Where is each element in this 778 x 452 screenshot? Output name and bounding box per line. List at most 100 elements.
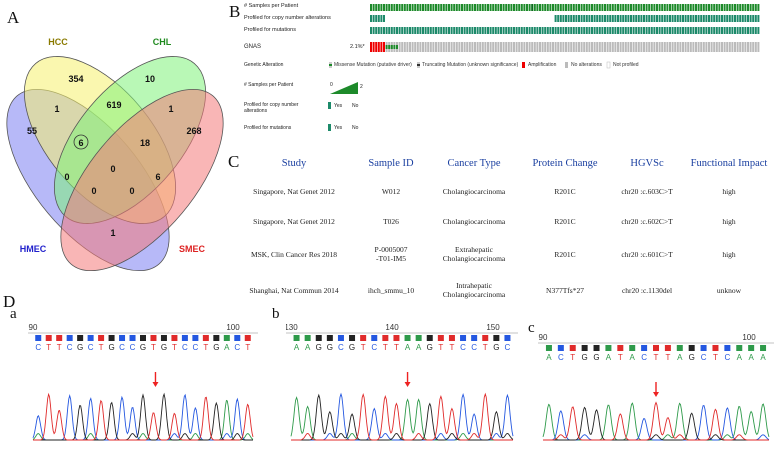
gnas-cell — [632, 42, 635, 52]
cna-cell — [663, 15, 666, 22]
gnas-cell — [494, 42, 497, 52]
gnas-cell — [601, 42, 604, 52]
mut-cell — [645, 27, 648, 34]
cna-cell — [744, 15, 747, 22]
cna-cell — [515, 15, 518, 22]
mut-cell — [461, 27, 463, 34]
gnas-cell — [526, 42, 528, 52]
gnas-mut-mark — [390, 45, 393, 49]
base-call-box — [304, 335, 311, 341]
gnas-mut-mark — [393, 45, 396, 49]
base-call-box — [35, 335, 42, 341]
cna-cell — [489, 15, 492, 22]
venn-count-chl-smec: 1 — [168, 104, 173, 114]
samples-cell — [393, 4, 396, 11]
oncoprint-panel: # Samples per Patient Profiled for copy … — [232, 0, 778, 140]
gnas-cell — [593, 42, 596, 52]
gnas-cell — [614, 42, 617, 52]
samples-cell — [546, 4, 549, 11]
cna-cell — [617, 15, 619, 22]
venn-set-smec — [60, 88, 224, 272]
base-letter: T — [46, 343, 51, 352]
cell-sample-id: W012 — [381, 186, 401, 196]
cna-cell — [453, 15, 456, 22]
base-call-box — [748, 345, 755, 351]
gnas-cell — [604, 42, 606, 52]
samples-cell — [682, 4, 684, 11]
base-call-box — [653, 345, 659, 351]
cell-cancer-type: Cholangiocarcinoma — [442, 216, 506, 226]
base-call-box — [664, 345, 671, 351]
cna-cell — [388, 15, 391, 22]
gnas-cell — [598, 42, 601, 52]
mut-cell — [663, 27, 666, 34]
samples-cell — [557, 4, 560, 11]
mut-cell — [531, 27, 534, 34]
samples-cell — [406, 4, 409, 11]
mut-cell — [567, 27, 570, 34]
cna-cell — [718, 15, 721, 22]
samples-cell — [497, 4, 500, 11]
cna-cell — [630, 15, 632, 22]
base-call-box — [641, 345, 648, 351]
base-letter: T — [665, 353, 670, 362]
gnas-cell — [671, 42, 674, 52]
cna-cell — [643, 15, 645, 22]
cna-cell — [416, 15, 419, 22]
gnas-cell — [749, 42, 752, 52]
base-letter: T — [654, 353, 659, 362]
cna-cell — [601, 15, 604, 22]
mut-cell — [453, 27, 456, 34]
base-letter: T — [151, 343, 156, 352]
base-call-box — [202, 335, 209, 341]
legend-amplification-swatch — [522, 62, 525, 68]
samples-cell — [661, 4, 664, 11]
cna-cell — [445, 15, 448, 22]
base-call-box — [482, 335, 489, 341]
mut-cell — [614, 27, 617, 34]
cna-cell — [591, 15, 593, 22]
samples-cell — [494, 4, 497, 11]
gnas-cell — [653, 42, 656, 52]
base-letter: G — [161, 343, 167, 352]
cna-cell — [572, 15, 575, 22]
venn-count-hmec-only: 55 — [27, 126, 37, 136]
cna-cell — [640, 15, 643, 22]
legend-truncating-swatch — [417, 62, 420, 68]
cna-cell — [375, 15, 378, 22]
samples-cell — [640, 4, 643, 11]
cna-cell — [627, 15, 630, 22]
base-letter: A — [416, 343, 422, 352]
cell-impact: high — [722, 249, 736, 259]
gnas-cell — [377, 42, 380, 52]
venn-diagram: HCC CHL HMEC SMEC 55 354 10 268 1 619 1 … — [6, 37, 224, 272]
cna-cell — [546, 15, 549, 22]
cna-cell — [619, 15, 622, 22]
mut-cell — [383, 27, 385, 34]
cna-cell — [702, 15, 705, 22]
base-letter: T — [383, 343, 388, 352]
base-letter: G — [493, 343, 499, 352]
venn-count-hcc-chl-smec: 18 — [140, 138, 150, 148]
samples-cell — [669, 4, 671, 11]
samples-cell — [476, 4, 479, 11]
samples-cell — [658, 4, 661, 11]
mut-cell — [749, 27, 752, 34]
cna-cell — [468, 15, 471, 22]
samples-cell — [479, 4, 482, 11]
gnas-cell — [487, 42, 489, 52]
gnas-cell — [726, 42, 729, 52]
gnas-cell — [531, 42, 534, 52]
samples-cell — [708, 4, 710, 11]
samples-cell — [419, 4, 422, 11]
cna-cell — [687, 15, 690, 22]
base-call-box — [77, 335, 84, 341]
mut-cell — [606, 27, 609, 34]
samples-cell — [515, 4, 518, 11]
gene-label: GNAS — [244, 44, 262, 50]
samples-cell — [648, 4, 651, 11]
base-call-box — [119, 335, 126, 341]
mut-cell — [409, 27, 411, 34]
samples-cell — [692, 4, 695, 11]
legend-mut-yes-swatch — [328, 124, 331, 131]
